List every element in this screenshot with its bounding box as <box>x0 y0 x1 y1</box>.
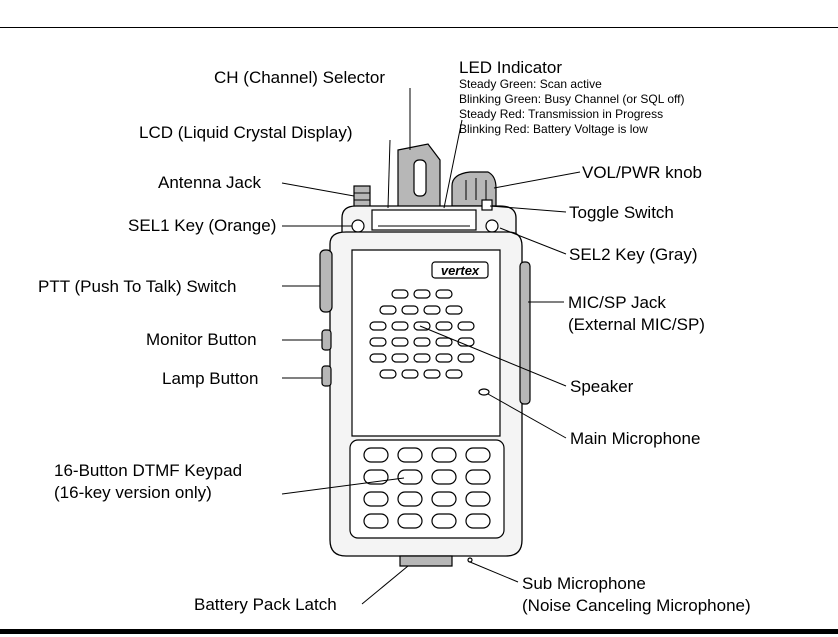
label-sel2: SEL2 Key (Gray) <box>569 245 698 264</box>
label-sub-microphone-note: (Noise Canceling Microphone) <box>522 596 751 615</box>
label-ptt: PTT (Push To Talk) Switch <box>38 277 236 296</box>
label-toggle-switch: Toggle Switch <box>569 203 674 222</box>
brand-label: vertex <box>441 263 480 278</box>
label-mic-sp-external: (External MIC/SP) <box>568 315 705 334</box>
label-lamp-button: Lamp Button <box>162 369 258 388</box>
lcd-window <box>371 209 477 231</box>
sel1-key <box>351 219 365 233</box>
radio-illustration: vertex <box>319 143 531 567</box>
label-dtmf-note: (16-key version only) <box>54 483 212 502</box>
label-main-microphone: Main Microphone <box>570 429 700 448</box>
label-dtmf-keypad: 16-Button DTMF Keypad <box>54 461 242 480</box>
speaker-grille <box>369 289 475 379</box>
led-line-1: Steady Green: Scan active <box>459 77 602 91</box>
led-line-2: Blinking Green: Busy Channel (or SQL off… <box>459 92 684 106</box>
battery-pack-latch <box>399 555 453 567</box>
leader-lines <box>281 88 581 605</box>
brand-badge <box>431 261 489 279</box>
label-sub-microphone: Sub Microphone <box>522 574 646 593</box>
label-mic-sp-jack: MIC/SP Jack <box>568 293 666 312</box>
ptt-switch <box>319 249 333 313</box>
label-speaker: Speaker <box>570 377 634 396</box>
led-line-3: Steady Red: Transmission in Progress <box>459 107 663 121</box>
label-lcd: LCD (Liquid Crystal Display) <box>139 123 353 142</box>
sel2-key <box>485 219 499 233</box>
lamp-button <box>321 365 332 387</box>
label-sel1: SEL1 Key (Orange) <box>128 216 276 235</box>
monitor-button <box>321 329 332 351</box>
label-vol-pwr: VOL/PWR knob <box>582 163 702 182</box>
label-led-indicator: LED Indicator <box>459 58 562 77</box>
led-line-4: Blinking Red: Battery Voltage is low <box>459 122 648 136</box>
footer-rule <box>0 629 838 634</box>
mic-sp-jack <box>519 261 531 405</box>
header-rule <box>0 27 838 28</box>
label-monitor-button: Monitor Button <box>146 330 257 349</box>
channel-knob-grip <box>413 159 427 197</box>
toggle-switch <box>481 199 493 211</box>
main-microphone <box>478 388 490 396</box>
label-antenna-jack: Antenna Jack <box>158 173 262 192</box>
label-ch-selector: CH (Channel) Selector <box>214 68 385 87</box>
label-battery-pack-latch: Battery Pack Latch <box>194 595 337 614</box>
sub-microphone <box>467 557 473 563</box>
dtmf-keypad <box>349 439 505 539</box>
